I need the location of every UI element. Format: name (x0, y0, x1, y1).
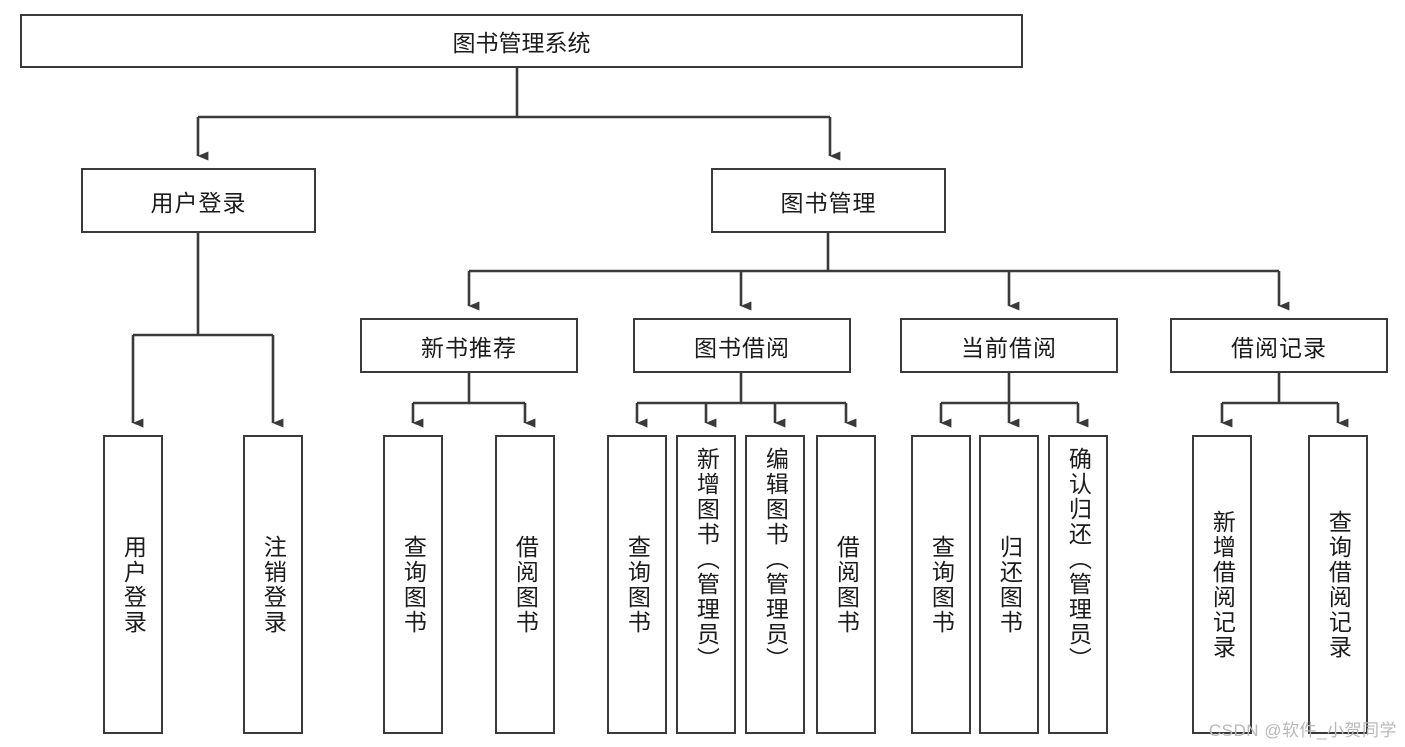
leaf-return-book-label: 归还图书 (996, 534, 1023, 635)
node-current-borrow[interactable]: 当前借阅 (900, 318, 1118, 373)
node-book-borrow[interactable]: 图书借阅 (633, 318, 851, 373)
leaf-user-login[interactable]: 用户登录 (103, 435, 163, 734)
leaf-add-book-admin[interactable]: 新增图书（管理员） (676, 435, 736, 734)
watermark-text: CSDN @软件_小贺同学 (1208, 721, 1397, 740)
leaf-add-borrow-record-label: 新增借阅记录 (1209, 509, 1236, 660)
leaf-borrow-book-label: 借阅图书 (833, 534, 860, 635)
node-user-login[interactable]: 用户登录 (81, 168, 316, 233)
leaf-query-borrow-record-label: 查询借阅记录 (1325, 509, 1352, 660)
node-book-management[interactable]: 图书管理 (711, 168, 946, 233)
node-borrow-record-label: 借阅记录 (1231, 334, 1327, 361)
leaf-logout-label: 注销登录 (260, 534, 287, 635)
leaf-query-book[interactable]: 查询图书 (607, 435, 667, 734)
leaf-user-login-label: 用户登录 (120, 534, 147, 635)
leaf-logout[interactable]: 注销登录 (243, 435, 303, 734)
node-book-borrow-label: 图书借阅 (694, 334, 790, 361)
leaf-add-borrow-record[interactable]: 新增借阅记录 (1192, 435, 1252, 734)
leaf-borrow-book-recommend[interactable]: 借阅图书 (495, 435, 555, 734)
node-current-borrow-label: 当前借阅 (961, 334, 1057, 361)
node-borrow-record[interactable]: 借阅记录 (1170, 318, 1388, 373)
leaf-query-borrow-record[interactable]: 查询借阅记录 (1308, 435, 1368, 734)
node-user-login-label: 用户登录 (150, 189, 247, 216)
leaf-edit-book-admin[interactable]: 编辑图书（管理员） (745, 435, 805, 734)
leaf-confirm-return-admin-label: 确认归还（管理员） (1065, 447, 1092, 672)
leaf-borrow-book-recommend-label: 借阅图书 (512, 534, 539, 635)
leaf-add-book-admin-label: 新增图书（管理员） (693, 447, 720, 672)
leaf-return-book[interactable]: 归还图书 (979, 435, 1039, 734)
node-root-system[interactable]: 图书管理系统 (20, 14, 1023, 68)
leaf-edit-book-admin-label: 编辑图书（管理员） (762, 447, 789, 672)
leaf-query-book-current-label: 查询图书 (928, 534, 955, 635)
node-root-label: 图书管理系统 (452, 30, 591, 56)
leaf-borrow-book[interactable]: 借阅图书 (816, 435, 876, 734)
leaf-query-book-current[interactable]: 查询图书 (911, 435, 971, 734)
node-new-book-recommend-label: 新书推荐 (421, 334, 517, 361)
leaf-query-book-recommend-label: 查询图书 (400, 534, 427, 635)
node-new-book-recommend[interactable]: 新书推荐 (360, 318, 578, 373)
node-book-management-label: 图书管理 (780, 189, 877, 216)
leaf-query-book-recommend[interactable]: 查询图书 (383, 435, 443, 734)
leaf-query-book-label: 查询图书 (624, 534, 651, 635)
leaf-confirm-return-admin[interactable]: 确认归还（管理员） (1048, 435, 1108, 734)
